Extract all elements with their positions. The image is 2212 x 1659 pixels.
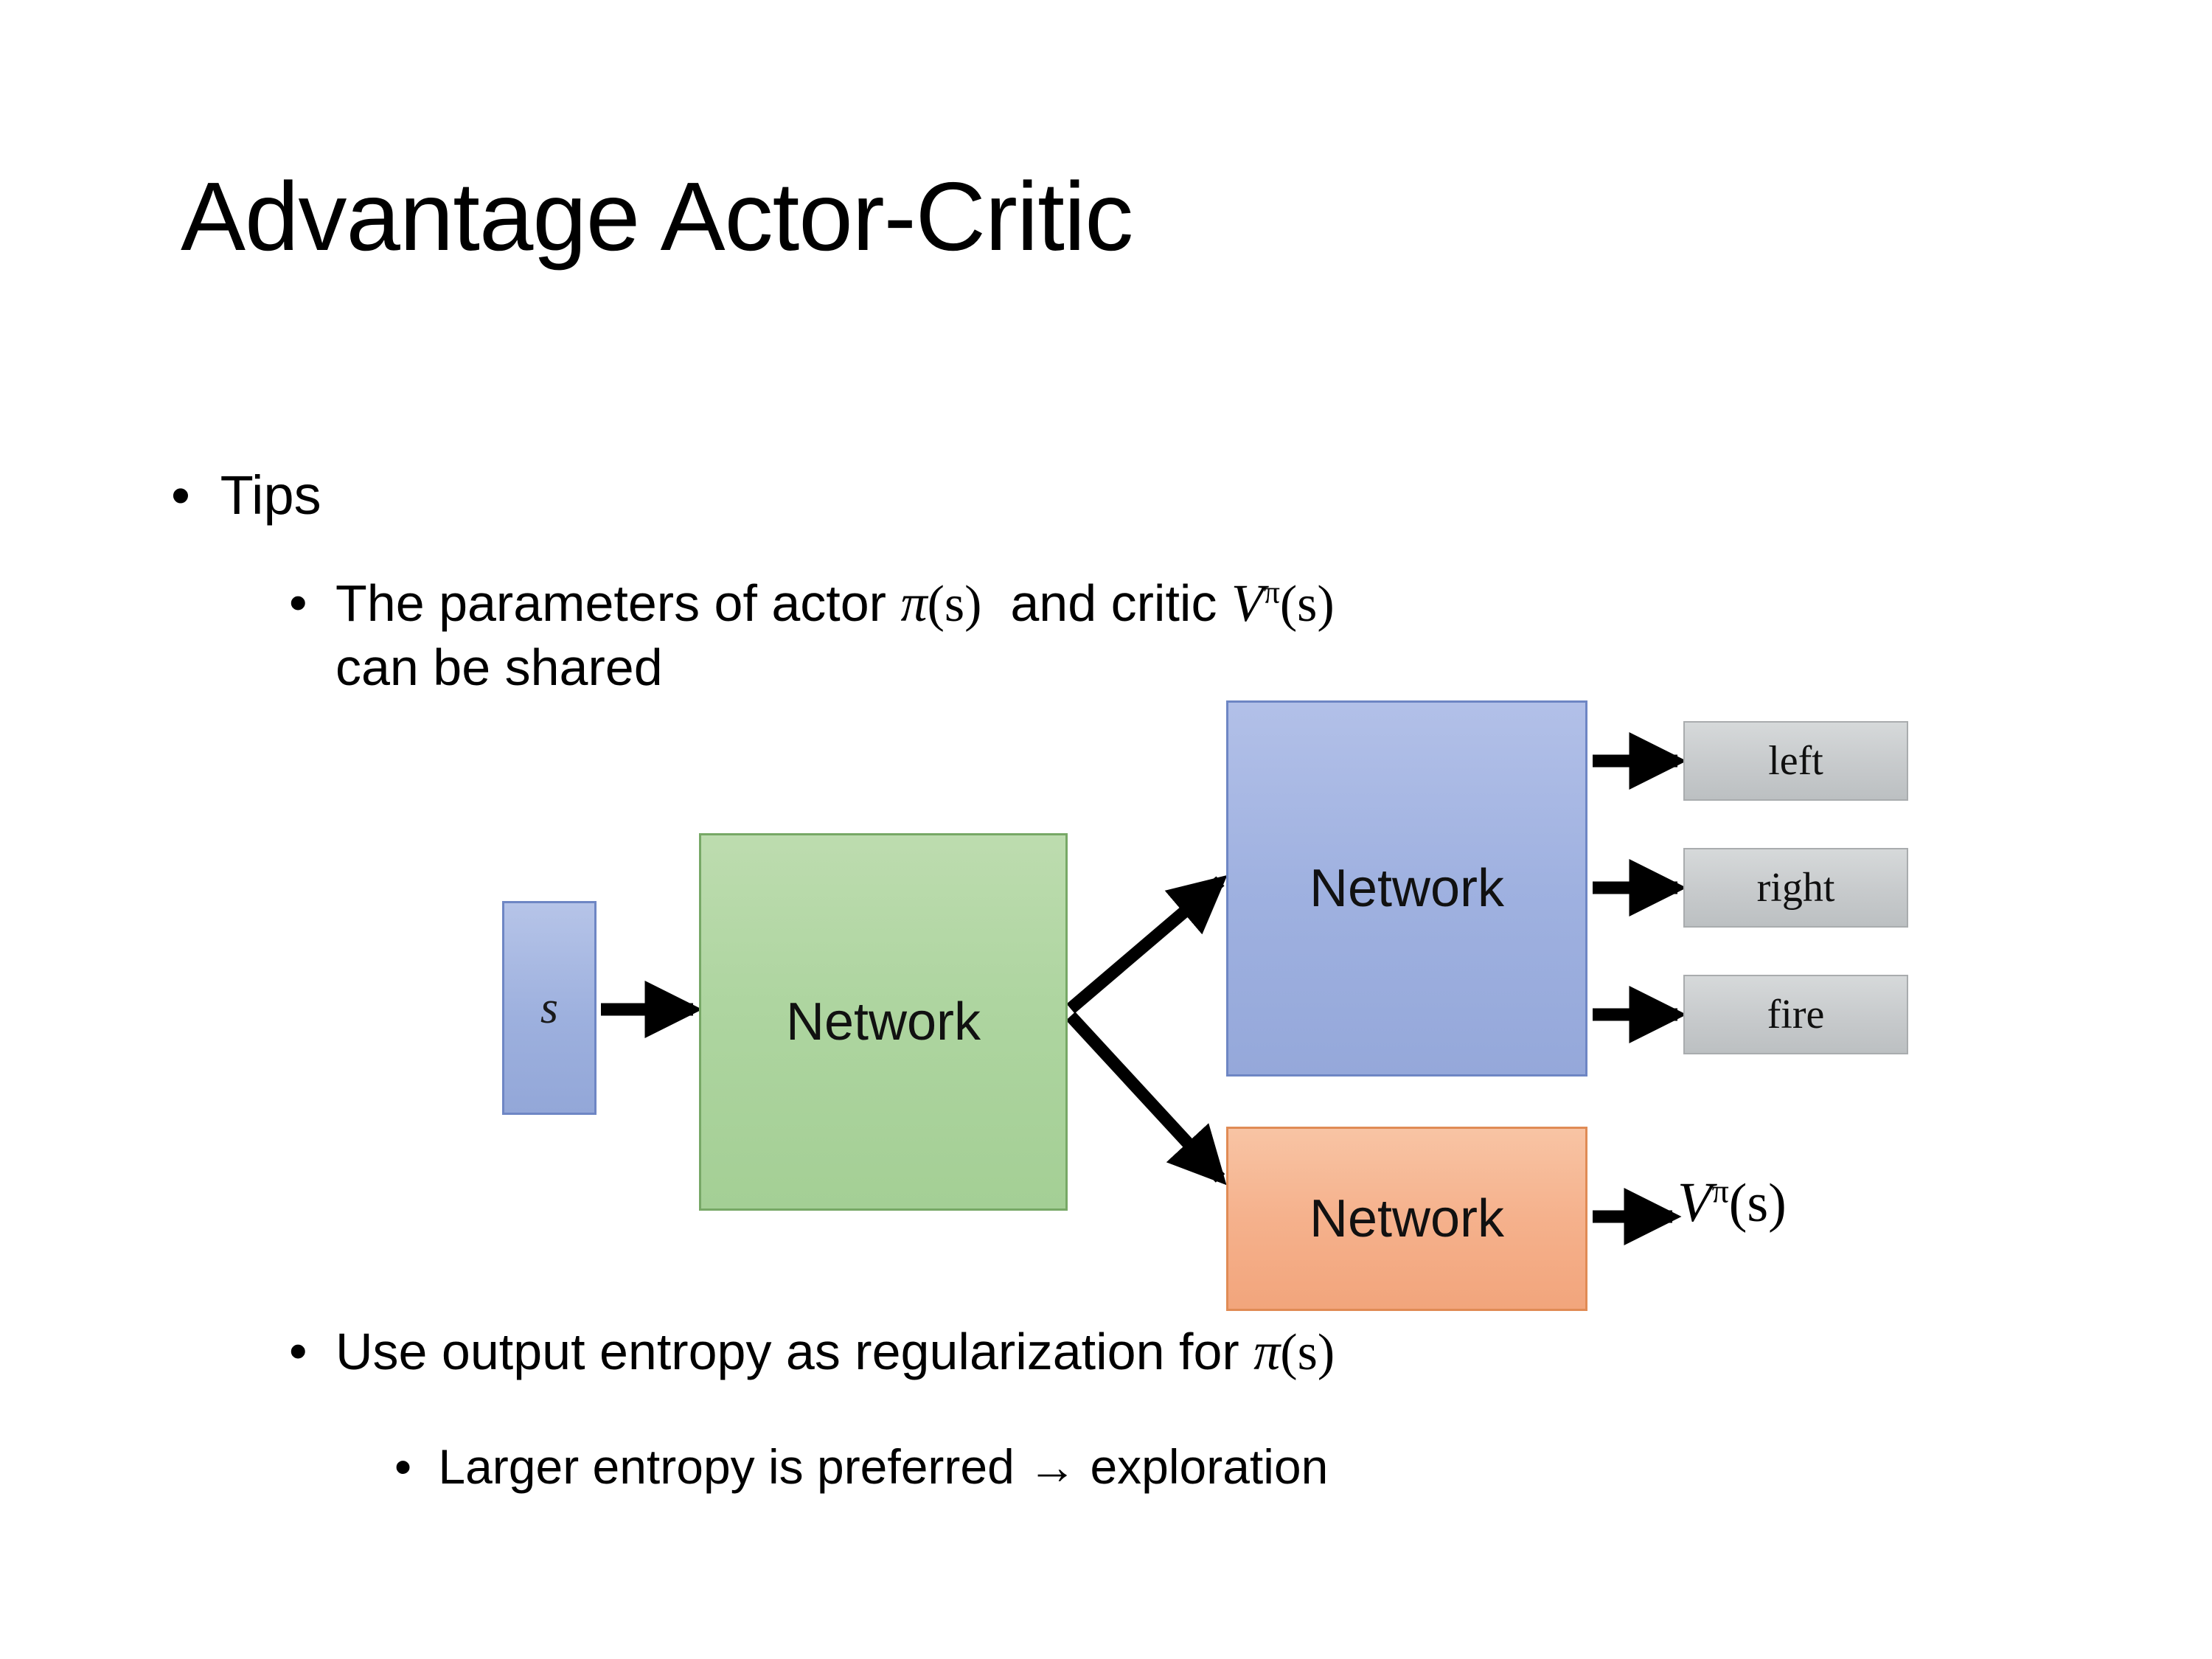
actor-pi-symbol: π [900, 574, 928, 633]
shared-network-box[interactable]: Network [699, 833, 1068, 1211]
bullet-tips-label: Tips [220, 465, 321, 526]
actor-network-box[interactable]: Network [1226, 700, 1587, 1077]
bullet-dot-icon: • [289, 574, 307, 631]
critic-network-label: Network [1309, 1189, 1505, 1248]
bullet-dot-icon: • [289, 1322, 307, 1380]
critic-output-v-symbol: V [1677, 1172, 1712, 1234]
params-middle: and critic [981, 574, 1231, 632]
bullet-dot-icon: • [171, 465, 190, 526]
action-output-left[interactable]: left [1683, 721, 1908, 801]
critic-output-superscript: π [1711, 1172, 1729, 1210]
bullet-shared-parameters-text: The parameters of actor π(s) and critic … [335, 571, 1335, 699]
action-output-fire-label: fire [1767, 992, 1825, 1037]
bullet-larger-entropy-label: Larger entropy is preferred → exploratio… [438, 1439, 1329, 1494]
action-output-right-label: right [1756, 865, 1835, 911]
entropy-pi-argument: (s) [1280, 1324, 1335, 1381]
critic-value-output: Vπ(s) [1677, 1171, 1787, 1235]
arrow-shared-to-critic [1065, 1012, 1227, 1186]
params-prefix: The parameters of actor [335, 574, 901, 632]
bullet-larger-entropy: • Larger entropy is preferred → explorat… [394, 1438, 1328, 1496]
critic-network-box[interactable]: Network [1226, 1127, 1587, 1311]
arrow-shared-to-actor [1066, 874, 1228, 1014]
bullet-shared-parameters: • The parameters of actor π(s) and criti… [289, 571, 1896, 699]
input-state-label: s [540, 982, 559, 1033]
input-state-box[interactable]: s [502, 901, 597, 1115]
action-output-fire[interactable]: fire [1683, 975, 1908, 1054]
bullet-entropy-regularization: • Use output entropy as regularization f… [289, 1320, 1335, 1384]
actor-network-label: Network [1309, 859, 1505, 918]
bullet-tips: • Tips [171, 463, 321, 527]
critic-v-symbol: V [1231, 574, 1264, 633]
entropy-pi-symbol: π [1253, 1322, 1281, 1381]
actor-pi-argument: (s) [927, 576, 982, 633]
critic-output-argument: (s) [1728, 1173, 1787, 1234]
critic-v-argument: (s) [1279, 576, 1335, 633]
critic-v-superscript: π [1263, 574, 1280, 611]
shared-network-label: Network [785, 992, 981, 1051]
entropy-prefix: Use output entropy as regularization for [335, 1323, 1254, 1380]
action-output-left-label: left [1768, 738, 1823, 784]
bullet-entropy-text: Use output entropy as regularization for… [335, 1320, 1335, 1384]
bullet-dot-icon: • [394, 1439, 412, 1494]
params-line-two: can be shared [335, 638, 663, 696]
page-title: Advantage Actor-Critic [181, 162, 1133, 271]
action-output-right[interactable]: right [1683, 848, 1908, 928]
